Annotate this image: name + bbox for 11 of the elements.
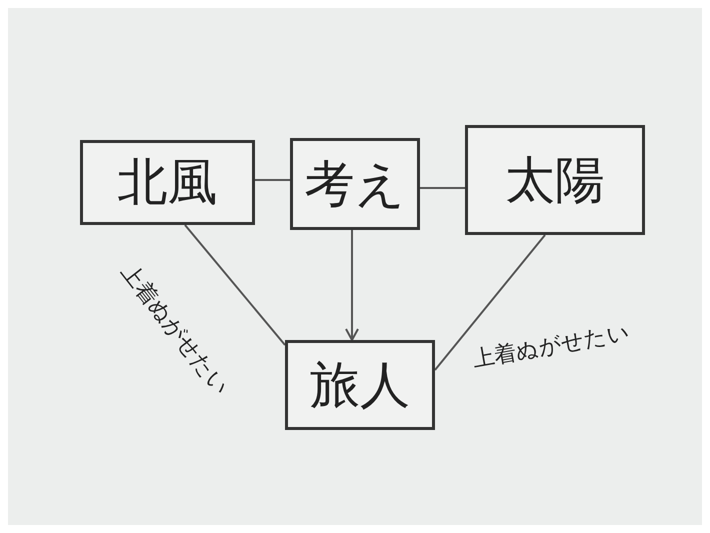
- connector-line: [184, 224, 286, 346]
- connector-line: [255, 179, 290, 181]
- text-box: 太陽: [465, 125, 645, 235]
- arrow: [345, 230, 359, 341]
- text-box: 旅人: [285, 340, 435, 430]
- connector-line: [434, 234, 546, 371]
- text-box: 北風: [80, 140, 255, 225]
- edge-label: 上着ぬがせたい: [470, 319, 632, 375]
- connector-line: [420, 187, 465, 189]
- edge-label: 上着ぬがせたい: [114, 258, 235, 402]
- text-box: 考え: [290, 138, 420, 230]
